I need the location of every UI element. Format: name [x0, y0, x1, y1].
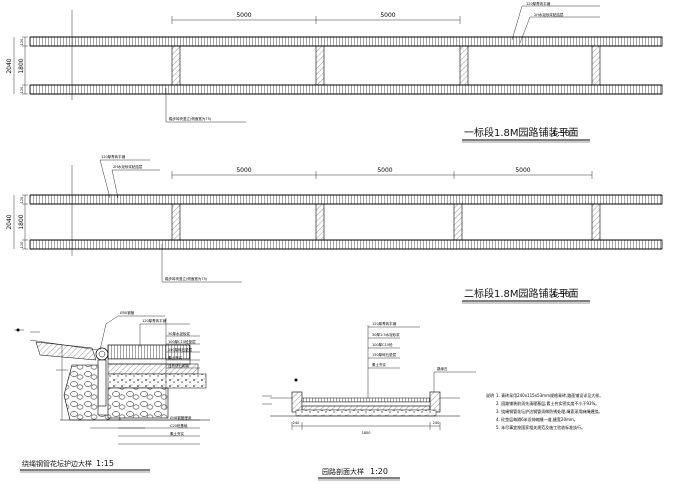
plan2-callout-1: 120厚青砖平铺 — [101, 154, 126, 159]
left-curb — [291, 391, 303, 413]
plan2-bottom-callout: 踏步砖块竖立(侧面宽为75) — [165, 276, 208, 281]
plan2-dim-top: 120 — [20, 197, 24, 204]
detail-left-label-7: 自然块石砌筑 — [168, 363, 189, 368]
plan-1: 5000 5000 2040 120 1800 120 120厚青砖平铺 2H水… — [6, 1, 663, 143]
detail-mid-section: 1800 240 240 120厚青砖平铺 30厚1:3水泥砂浆 100厚C15… — [262, 321, 476, 481]
notes-heading: 说明 — [486, 392, 494, 398]
plan1-scale: 1:50 — [552, 129, 570, 138]
plan2-dim-bottom: 120 — [20, 242, 24, 249]
plan1-callout-2: 2H水泥砂浆粘结层 — [534, 12, 564, 17]
plan1-dim-top: 120 — [20, 39, 24, 46]
detail-left-scale: 1:15 — [96, 459, 114, 468]
note-1: 1. 青砖采用240x115x53mm规格青砖,路面铺设详见大样。 — [496, 392, 603, 398]
note-3: 3. 绕绳钢管花坛护边钢管须做防锈处理,绳索采用麻绳缠绕。 — [496, 408, 602, 414]
plan1-title: 一标段1.8M园路铺装平面 — [464, 126, 579, 139]
right-curb — [429, 391, 441, 413]
detail-mid-label-6: 路缘石 — [437, 366, 448, 371]
detail-left-label-6: 素土夯实 — [168, 355, 182, 360]
plan1-dim-total: 2040 — [6, 58, 13, 73]
plan1-dim-bottom: 120 — [20, 87, 24, 94]
note-4: 4. 砼垫层每隔6米设伸缩缝一道,缝宽20mm。 — [496, 416, 578, 422]
detail-mid-label-5: 素土夯实 — [372, 362, 386, 367]
plan1-dim-middle: 1800 — [18, 58, 25, 73]
plan1-bottom-brick-band — [29, 84, 663, 95]
detail-mid-label-4: 150厚碎石垫层 — [372, 352, 397, 357]
detail-mid-label-2: 30厚1:3水泥砂浆 — [372, 332, 400, 337]
detail-mid-label-1: 120厚青砖平铺 — [372, 321, 397, 326]
detail-mid-scale: 1:20 — [370, 467, 388, 476]
detail-mid-dim-total: 1800 — [362, 431, 371, 435]
plan1-callout-1: 120厚青砖平铺 — [526, 1, 551, 6]
plan2-dim-spacing-3: 5000 — [515, 167, 530, 174]
plan2-dim-middle: 1800 — [18, 214, 25, 229]
plan1-dim-spacing-1: 5000 — [236, 12, 251, 19]
detail-left-label-8: Ø48钢管埋深 — [170, 415, 192, 420]
plan-2: 5000 5000 5000 2040 120 1800 120 120厚青砖平… — [6, 154, 663, 304]
note-5: 5. 未尽事宜按国家相关规范及施工验收标准执行。 — [496, 424, 585, 430]
plan2-callout-2: 2H水泥砂浆粘结层 — [113, 164, 143, 169]
plan2-bottom-brick-band — [29, 239, 663, 250]
detail-left-label-9: C20砼基础 — [170, 423, 188, 428]
plan1-bottom-callout: 踏步砖块竖立(侧面宽为75) — [169, 116, 212, 121]
detail-mid-title: 园路剖面大样 — [322, 467, 364, 476]
notes-block: 说明 1. 青砖采用240x115x53mm规格青砖,路面铺设详见大样。 2. … — [486, 392, 603, 430]
plan2-scale: 1:50 — [552, 290, 570, 299]
plan1-dim-spacing-2: 5000 — [380, 12, 395, 19]
plan2-dim-total: 2040 — [6, 214, 13, 229]
plan2-dim-spacing-2: 5000 — [377, 167, 392, 174]
detail-mid-dim-left: 240 — [293, 421, 300, 425]
plan2-title: 二标段1.8M园路铺装平面 — [464, 287, 579, 300]
detail-left-label-2: 120厚青砖平铺 — [142, 318, 167, 323]
detail-left-label-1: Ø50钢管 — [120, 310, 135, 315]
detail-left-label-3: 30厚水泥砂浆 — [168, 331, 190, 336]
plan1-top-brick-band — [29, 36, 663, 47]
plan2-dim-spacing-1: 5000 — [236, 167, 251, 174]
detail-left-label-4: 100厚C15砼垫层 — [168, 339, 196, 344]
detail-mid-label-3: 100厚C15砼 — [372, 342, 393, 347]
detail-left-section: Ø50钢管 120厚青砖平铺 30厚水泥砂浆 100厚C15砼垫层 150厚碎石… — [14, 310, 210, 473]
detail-left-label-5: 150厚碎石垫层 — [168, 347, 193, 352]
plan2-top-brick-band — [29, 194, 663, 205]
detail-left-title: 绕绳钢管花坛护边大样 — [22, 459, 92, 468]
note-2: 2. 园路铺装前须先清理基层,素土夯实密实度不小于93%。 — [496, 400, 599, 406]
detail-left-label-10: 素土夯实 — [170, 431, 184, 436]
detail-mid-dim-right: 240 — [433, 421, 440, 425]
